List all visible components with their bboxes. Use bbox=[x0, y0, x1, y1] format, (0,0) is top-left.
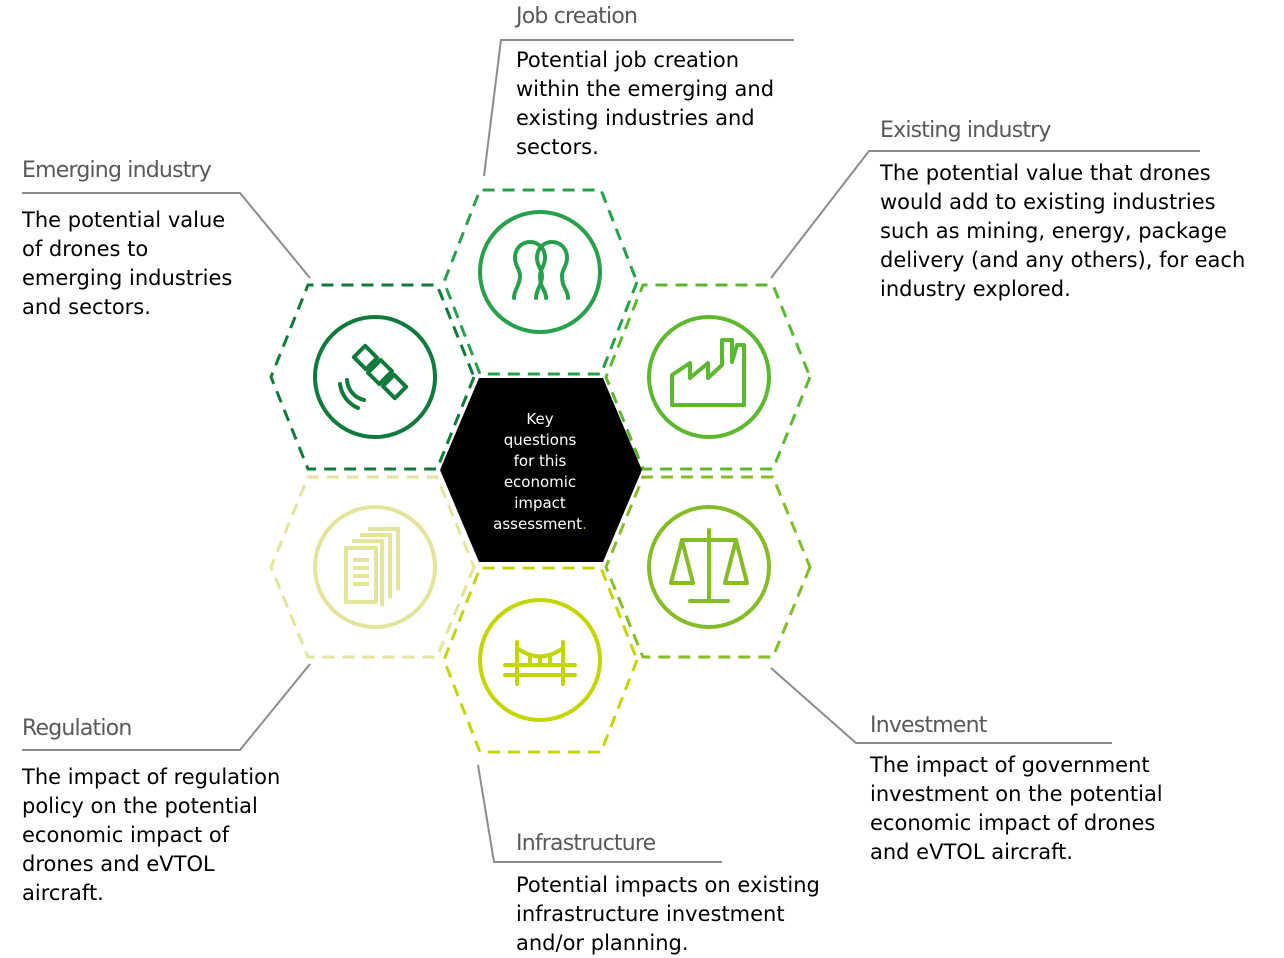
job-creation-line: Potential job creation bbox=[516, 48, 740, 72]
emerging-industry-description: The potential value of drones to emergin… bbox=[22, 206, 232, 322]
center-line-2: questions bbox=[503, 431, 577, 449]
documents-icon bbox=[313, 505, 437, 629]
connector-job-creation bbox=[483, 39, 794, 177]
center-hexagon bbox=[440, 378, 642, 562]
infrastructure-line: Potential impacts on existing bbox=[516, 873, 820, 897]
job-creation-line: within the emerging and bbox=[516, 77, 775, 101]
job-creation-title: Job creation bbox=[516, 4, 638, 29]
center-label: Key questions for this economic impact a… bbox=[470, 409, 610, 535]
hex-existing-industry bbox=[604, 283, 812, 471]
emerging-industry-line: The potential value bbox=[22, 208, 226, 232]
existing-industry-line: such as mining, energy, package bbox=[880, 219, 1227, 243]
job-creation-description: Potential job creation within the emergi… bbox=[516, 46, 774, 162]
scales-icon bbox=[647, 505, 771, 629]
investment-description: The impact of government investment on t… bbox=[870, 751, 1163, 867]
regulation-line: The impact of regulation bbox=[22, 765, 281, 789]
connector-infrastructure bbox=[477, 764, 722, 863]
connector-existing-industry bbox=[770, 150, 1200, 279]
infrastructure-description: Potential impacts on existing infrastruc… bbox=[516, 871, 820, 958]
regulation-title: Regulation bbox=[22, 716, 132, 741]
center-line-6-text: assessment bbox=[493, 515, 583, 533]
emerging-industry-line: emerging industries bbox=[22, 266, 233, 290]
investment-line: and eVTOL aircraft. bbox=[870, 840, 1074, 864]
existing-industry-line: The potential value that drones bbox=[880, 161, 1211, 185]
infrastructure-line: infrastructure investment bbox=[516, 902, 785, 926]
emerging-industry-line: and sectors. bbox=[22, 295, 151, 319]
connector-investment bbox=[770, 667, 1112, 744]
hex-emerging-industry bbox=[269, 283, 476, 471]
regulation-line: policy on the potential bbox=[22, 794, 258, 818]
infrastructure-title: Infrastructure bbox=[516, 831, 656, 856]
regulation-line: drones and eVTOL bbox=[22, 852, 215, 876]
emerging-industry-title: Emerging industry bbox=[22, 158, 212, 183]
connector-regulation bbox=[22, 663, 311, 751]
existing-industry-description: The potential value that drones would ad… bbox=[880, 159, 1245, 304]
existing-industry-line: would add to existing industries bbox=[880, 190, 1216, 214]
regulation-description: The impact of regulation policy on the p… bbox=[22, 763, 280, 908]
center-line-3: for this bbox=[513, 452, 567, 470]
satellite-icon bbox=[313, 315, 437, 439]
emerging-industry-line: of drones to bbox=[22, 237, 149, 261]
investment-line: investment on the potential bbox=[870, 782, 1163, 806]
center-line-5: impact bbox=[514, 494, 566, 512]
investment-title: Investment bbox=[870, 713, 987, 738]
existing-industry-line: industry explored. bbox=[880, 277, 1071, 301]
center-line-6: assessment. bbox=[470, 514, 610, 535]
connector-lines bbox=[22, 39, 1200, 863]
job-creation-line: sectors. bbox=[516, 135, 599, 159]
existing-industry-title: Existing industry bbox=[880, 118, 1051, 143]
center-line-4: economic bbox=[503, 473, 577, 491]
investment-line: The impact of government bbox=[870, 753, 1150, 777]
hex-regulation bbox=[269, 475, 476, 659]
center-line-1: Key bbox=[526, 410, 554, 428]
existing-industry-line: delivery (and any others), for each bbox=[880, 248, 1246, 272]
job-creation-line: existing industries and bbox=[516, 106, 755, 130]
infrastructure-line: and/or planning. bbox=[516, 931, 689, 955]
connector-emerging-industry bbox=[22, 192, 311, 279]
people-icon bbox=[478, 210, 602, 334]
accent-dot: . bbox=[582, 515, 587, 533]
regulation-line: economic impact of bbox=[22, 823, 230, 847]
regulation-line: aircraft. bbox=[22, 881, 104, 905]
bridge-icon bbox=[478, 598, 602, 722]
hex-investment bbox=[604, 475, 812, 659]
factory-icon bbox=[647, 315, 771, 439]
investment-line: economic impact of drones bbox=[870, 811, 1156, 835]
